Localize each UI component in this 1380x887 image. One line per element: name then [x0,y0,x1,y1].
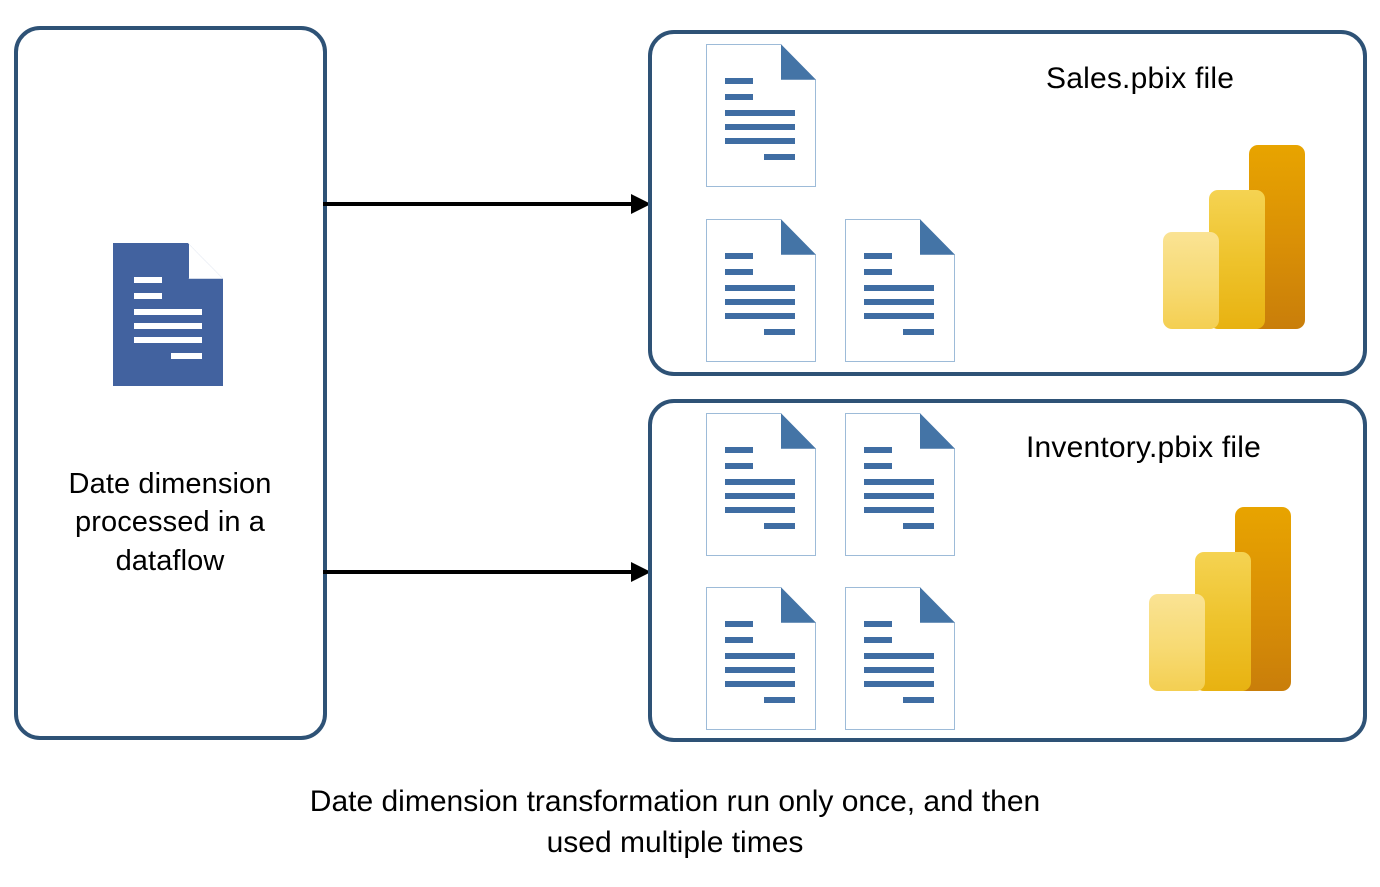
arrow-head-icon [631,194,651,214]
document-text-line [764,523,796,530]
document-text-line [863,269,893,276]
document-text-line [133,293,163,300]
document-text-line [903,329,935,336]
document-text-line [724,463,754,470]
document-text-line [863,284,935,291]
document-fold-corner [919,219,955,255]
document-text-line [863,253,893,260]
arrow-shaft [323,570,633,574]
document-text-line [133,277,163,284]
arrow-head-icon [631,562,651,582]
document-text-line [863,313,935,320]
inventory-document-icon-3 [706,587,816,730]
document-text-line [863,493,935,500]
source-caption: Date dimension processed in a dataflow [68,468,272,577]
document-text-line [863,463,893,470]
document-text-line [724,78,754,85]
logo-bar-front [1149,594,1205,691]
document-text-line [724,621,754,628]
document-text-line [863,478,935,485]
document-text-line [724,269,754,276]
document-text-line [133,308,203,315]
document-text-line [863,507,935,514]
document-text-line [903,523,935,530]
document-text-line [863,667,935,674]
document-text-line [724,253,754,260]
dataflow-document-icon [113,243,223,386]
arrow-to-inventory [323,562,651,582]
document-text-line [724,109,796,116]
document-text-line [724,284,796,291]
document-text-line [724,652,796,659]
document-fold-corner [780,219,816,255]
document-text-line [724,313,796,320]
document-text-line [724,493,796,500]
document-text-line [724,507,796,514]
inventory-document-icon-2 [845,413,955,556]
inventory-file-label: Inventory.pbix file [1026,431,1262,464]
document-text-line [133,337,203,344]
document-fold-corner [919,413,955,449]
document-fold-corner [780,44,816,80]
arrow-shaft [323,202,633,206]
inventory-document-icon-4 [845,587,955,730]
document-text-line [171,353,203,360]
document-text-line [764,329,796,336]
document-text-line [724,138,796,145]
footer-caption: Date dimension transformation run only o… [309,785,1041,859]
document-text-line [863,447,893,454]
document-fold-edge [187,243,223,279]
arrow-to-sales [323,194,651,214]
document-text-line [863,652,935,659]
document-text-line [133,323,203,330]
document-text-line [724,681,796,688]
document-fold-corner [780,587,816,623]
document-text-line [903,697,935,704]
document-text-line [724,637,754,644]
document-text-line [863,681,935,688]
document-text-line [724,447,754,454]
sales-file-label: Sales.pbix file [1046,62,1235,95]
logo-bar-front [1163,232,1219,329]
document-text-line [724,667,796,674]
power-bi-logo-icon [1163,145,1305,329]
power-bi-logo-icon [1149,507,1291,691]
sales-document-icon-3 [845,219,955,362]
document-text-line [863,637,893,644]
document-text-line [724,94,754,101]
document-text-line [724,299,796,306]
document-text-line [863,621,893,628]
document-text-line [764,154,796,161]
sales-document-icon-2 [706,219,816,362]
document-text-line [764,697,796,704]
document-fold-corner [919,587,955,623]
inventory-document-icon-1 [706,413,816,556]
sales-document-icon-1 [706,44,816,187]
document-text-line [724,124,796,131]
document-fold-corner [780,413,816,449]
document-text-line [724,478,796,485]
document-text-line [863,299,935,306]
